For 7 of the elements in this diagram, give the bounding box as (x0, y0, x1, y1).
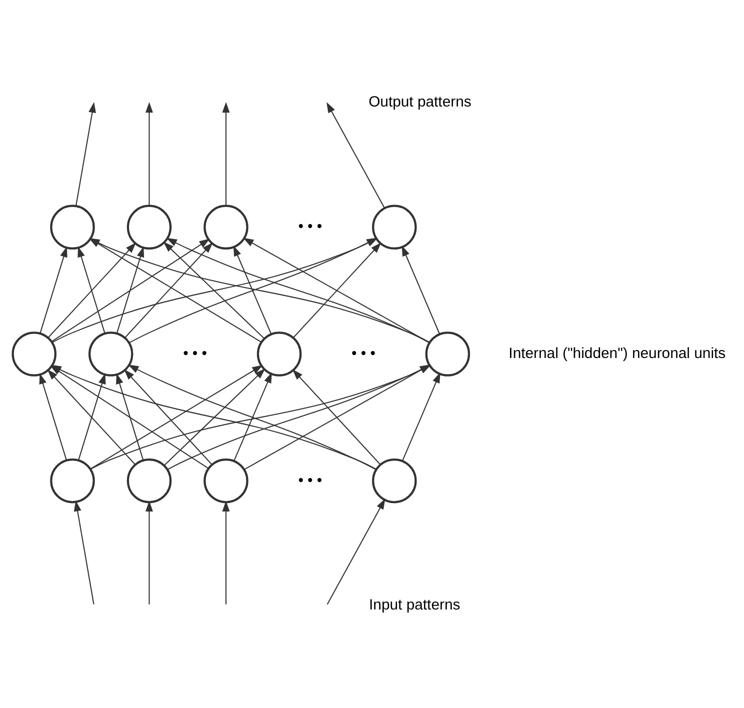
label: • • • (183, 344, 208, 362)
label: • • • (298, 472, 322, 489)
label: Internal ("hidden") neuronal units (508, 344, 726, 362)
label: • • • (351, 344, 376, 362)
label: Input patterns (369, 596, 460, 614)
label: Output patterns (368, 93, 472, 110)
label: • • • (298, 218, 322, 236)
